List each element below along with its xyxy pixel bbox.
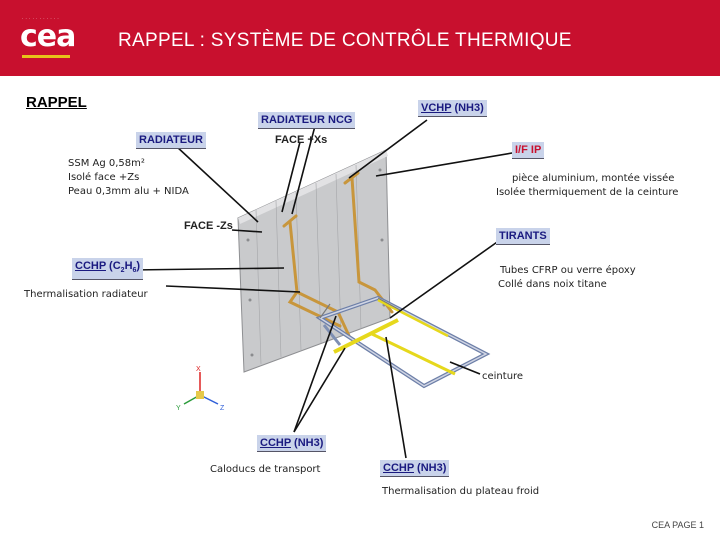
leader-lines — [129, 119, 519, 459]
cea-logo: cea — [20, 19, 76, 54]
cchp-nh3-b-fluid: (NH3) — [417, 462, 447, 474]
if-ip-line1: pièce aluminium, montée vissée — [512, 173, 675, 184]
vchp-name: VCHP — [421, 102, 452, 114]
tirants-line1: Tubes CFRP ou verre époxy — [500, 265, 636, 276]
section-heading: RAPPEL — [26, 94, 87, 111]
label-if-ip: I/F IP — [512, 142, 545, 159]
logo-underline — [22, 55, 70, 58]
label-cchp-nh3-b: CCHP (NH3) — [380, 460, 450, 477]
label-face-zs: FACE -Zs — [184, 220, 233, 232]
label-caloducs: Caloducs de transport — [210, 464, 321, 475]
logo-tagline: · · · · · · · · · · · — [22, 16, 60, 21]
label-ceinture: ceinture — [482, 371, 524, 382]
axis-triad — [183, 372, 219, 405]
axis-y-label: Y — [176, 405, 181, 412]
label-radiateur: RADIATEUR — [136, 132, 206, 149]
page-footer: CEA PAGE 1 — [651, 520, 704, 530]
header-band: · · · · · · · · · · · cea RAPPEL : SYSTÈ… — [0, 0, 720, 76]
radiator-panel — [237, 149, 391, 373]
vchp-fluid: (NH3) — [454, 102, 484, 114]
label-radiateur-ncg: RADIATEUR NCG — [258, 112, 356, 129]
cchp-c2h6-name: CCHP — [75, 260, 106, 272]
ssm-line3: Peau 0,3mm alu + NIDA — [68, 186, 189, 197]
tirants-line2: Collé dans noix titane — [498, 279, 607, 290]
tie-rods — [319, 297, 401, 319]
thermalisation-plateau: Thermalisation du plateau froid — [382, 486, 540, 497]
axis-x-label: X — [196, 366, 201, 373]
page-title: RAPPEL : SYSTÈME DE CONTRÔLE THERMIQUE — [118, 30, 572, 51]
ssm-line1: SSM Ag 0,58m² — [68, 158, 145, 169]
cchp-nh3-a-fluid: (NH3) — [294, 437, 324, 449]
thermalisation-radiateur: Thermalisation radiateur — [24, 289, 148, 300]
cchp-nh3-a-name: CCHP — [260, 437, 291, 449]
ssm-line2: Isolé face +Zs — [68, 172, 140, 183]
cold-plate-frame — [315, 295, 491, 389]
label-tirants: TIRANTS — [496, 228, 550, 245]
label-cchp-nh3-a: CCHP (NH3) — [257, 435, 327, 452]
axis-z-label: Z — [220, 405, 225, 412]
cchp-nh3-b-name: CCHP — [383, 462, 414, 474]
label-cchp-c2h6: CCHP (C2H6) — [72, 258, 144, 281]
label-face-xs: FACE +Xs — [275, 134, 328, 146]
label-vchp: VCHP (NH3) — [418, 100, 487, 117]
if-ip-line2: Isolée thermiquement de la ceinture — [496, 187, 679, 198]
